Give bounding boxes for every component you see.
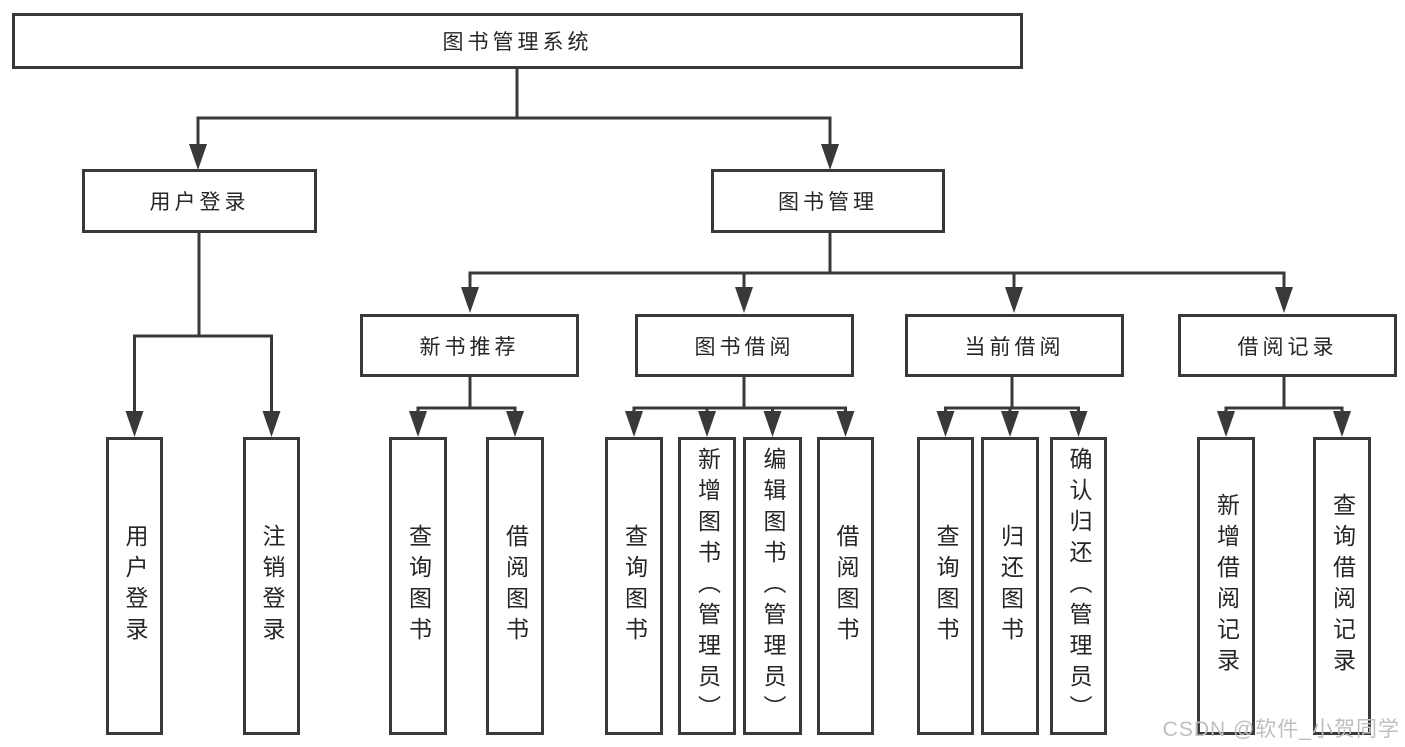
leaf-borrow-query-books: 查询图书 xyxy=(605,437,663,735)
leaf-user-login: 用户登录 xyxy=(106,437,163,735)
leaf-records-add-record-label: 新增借阅记录 xyxy=(1213,493,1240,679)
arrowhead xyxy=(409,411,427,437)
leaf-recommend-borrow-books-label: 借阅图书 xyxy=(502,524,529,648)
arrowhead xyxy=(1217,411,1235,437)
connector-book-management xyxy=(468,233,1286,292)
leaf-recommend-query-books: 查询图书 xyxy=(389,437,447,735)
leaf-borrow-edit-books-admin: 编辑图书（管理员） xyxy=(743,437,802,735)
arrowhead xyxy=(763,411,782,437)
arrowhead xyxy=(1333,411,1351,437)
node-current-borrowing-label: 当前借阅 xyxy=(964,335,1065,359)
arrowhead xyxy=(735,287,753,313)
arrowhead xyxy=(1069,411,1088,437)
watermark: CSDN @软件_小贺同学 xyxy=(1162,718,1400,741)
node-root: 图书管理系统 xyxy=(12,13,1023,69)
leaf-current-confirm-return-admin: 确认归还（管理员） xyxy=(1050,437,1107,735)
node-book-management: 图书管理 xyxy=(711,169,945,233)
leaf-borrow-borrow-books: 借阅图书 xyxy=(817,437,874,735)
arrowhead xyxy=(262,411,281,437)
arrowhead xyxy=(698,411,716,437)
node-borrowing-records: 借阅记录 xyxy=(1178,314,1397,377)
node-user-login-label: 用户登录 xyxy=(149,191,250,214)
leaf-records-add-record: 新增借阅记录 xyxy=(1197,437,1255,735)
leaf-borrow-add-books-admin: 新增图书（管理员） xyxy=(678,437,736,735)
arrowhead xyxy=(125,411,144,437)
node-borrowing-records-label: 借阅记录 xyxy=(1237,335,1338,359)
leaf-current-return-books-label: 归还图书 xyxy=(997,524,1024,648)
leaf-borrow-borrow-books-label: 借阅图书 xyxy=(833,524,859,648)
leaf-borrow-add-books-admin-label: 新增图书（管理员） xyxy=(694,446,721,726)
arrowhead xyxy=(625,411,643,437)
leaf-logout-label: 注销登录 xyxy=(259,524,285,648)
arrowhead xyxy=(836,411,855,437)
leaf-current-confirm-return-admin-label: 确认归还（管理员） xyxy=(1066,446,1092,726)
leaf-logout: 注销登录 xyxy=(243,437,300,735)
leaf-records-query-record: 查询借阅记录 xyxy=(1313,437,1371,735)
node-new-book-recommendation-label: 新书推荐 xyxy=(419,335,520,359)
connector-root xyxy=(196,69,832,150)
leaf-current-query-books-label: 查询图书 xyxy=(933,524,959,648)
arrowhead xyxy=(461,287,479,313)
leaf-current-query-books: 查询图书 xyxy=(917,437,974,735)
leaf-recommend-borrow-books: 借阅图书 xyxy=(486,437,544,735)
leaf-borrow-edit-books-admin-label: 编辑图书（管理员） xyxy=(760,446,786,726)
arrowhead xyxy=(1001,411,1019,437)
leaf-records-query-record-label: 查询借阅记录 xyxy=(1329,493,1356,679)
node-book-management-label: 图书管理 xyxy=(778,191,878,214)
arrowhead xyxy=(821,144,839,170)
connector-book-borrow xyxy=(632,377,847,418)
connector-borrow-records xyxy=(1224,377,1344,418)
node-book-borrowing-label: 图书借阅 xyxy=(694,335,795,359)
node-user-login: 用户登录 xyxy=(82,169,317,233)
leaf-user-login-label: 用户登录 xyxy=(122,524,148,648)
node-new-book-recommendation: 新书推荐 xyxy=(360,314,579,377)
leaf-recommend-query-books-label: 查询图书 xyxy=(405,524,432,648)
arrowhead xyxy=(1005,287,1023,313)
connector-new-book xyxy=(416,377,517,418)
arrowhead xyxy=(1275,287,1293,313)
node-current-borrowing: 当前借阅 xyxy=(905,314,1124,377)
leaf-current-return-books: 归还图书 xyxy=(981,437,1039,735)
leaf-borrow-query-books-label: 查询图书 xyxy=(621,524,648,648)
arrowhead xyxy=(506,411,524,437)
node-book-borrowing: 图书借阅 xyxy=(635,314,854,377)
node-root-label: 图书管理系统 xyxy=(442,31,593,54)
arrowhead xyxy=(189,144,207,170)
connector-user-login xyxy=(133,233,273,418)
arrowhead xyxy=(936,411,955,437)
